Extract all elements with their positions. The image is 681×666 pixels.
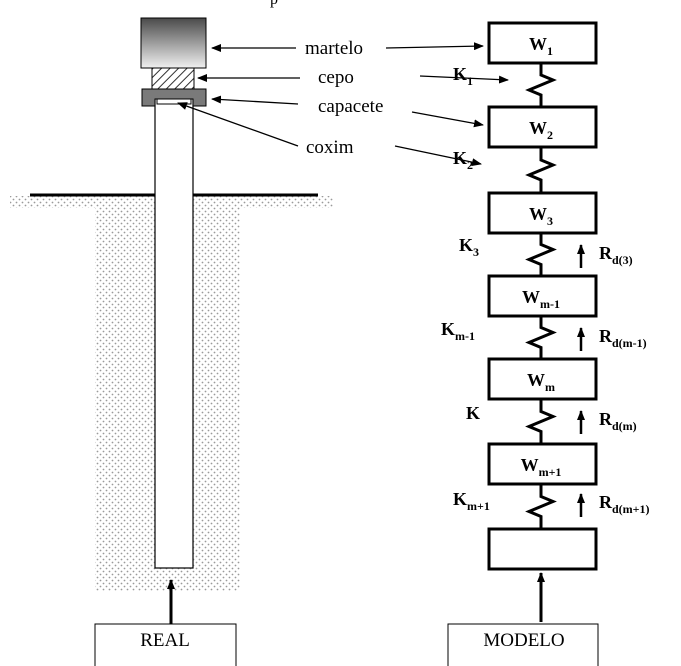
mass-label-6: Wm+1	[521, 455, 562, 479]
spring-5	[525, 399, 557, 444]
mass-label-4: Wm-1	[522, 287, 560, 311]
mass-box-2	[487, 105, 598, 149]
spring-1	[525, 63, 557, 107]
spring-label-3: K3	[459, 235, 479, 259]
mass-box-6	[487, 442, 598, 486]
mass-box-3	[487, 191, 598, 235]
mass-label-2: W2	[529, 118, 553, 142]
hammer	[140, 17, 207, 69]
spring-label-6: Km+1	[453, 489, 490, 513]
spring-label-2: K2	[453, 148, 473, 172]
resistance-label-4: Rd(m+1)	[599, 492, 650, 516]
cushion-block-label: cepo	[318, 67, 354, 88]
mass-label-1: W1	[529, 34, 553, 58]
resistance-label-1: Rd(3)	[599, 243, 633, 267]
spring-label-1: K1	[453, 64, 473, 88]
mass-box-5	[487, 357, 598, 401]
real-caption-box	[94, 623, 237, 666]
helmet-arrow	[211, 95, 299, 105]
mass-box-1	[487, 21, 598, 65]
resistance-label-2: Rd(m-1)	[599, 326, 647, 350]
model-caption: MODELO	[483, 630, 564, 651]
pile-cushion-label: coxim	[306, 137, 354, 158]
header-fragment: p	[270, 0, 278, 8]
model-caption-box	[447, 623, 599, 666]
spring-6	[525, 484, 557, 529]
spring-3	[525, 233, 557, 276]
coxim-to-k2-arrow	[394, 145, 482, 167]
real-pile-schematic: martelo cepo capacete coxim REAL	[10, 17, 383, 666]
helmet	[141, 88, 207, 107]
real-caption: REAL	[140, 630, 190, 651]
spring-2	[525, 147, 557, 193]
spring-label-5: K	[466, 403, 480, 423]
mass-box-4	[487, 274, 598, 318]
capacete-to-w2-arrow	[411, 111, 484, 128]
spring-label-4: Km-1	[441, 319, 475, 343]
pile	[154, 97, 194, 569]
mass-label-5: Wm	[527, 370, 555, 394]
spring-4	[525, 316, 557, 359]
hammer-label: martelo	[305, 38, 363, 59]
helmet-label: capacete	[318, 96, 383, 117]
cushion-block	[151, 67, 195, 90]
pile-cushion-arrow	[177, 102, 299, 147]
mass-box-7	[487, 527, 598, 571]
resistance-label-3: Rd(m)	[599, 409, 637, 433]
hammer-to-w1-arrow	[385, 42, 484, 51]
mass-label-3: W3	[529, 204, 553, 228]
cepo-to-k1-arrow	[419, 75, 509, 84]
